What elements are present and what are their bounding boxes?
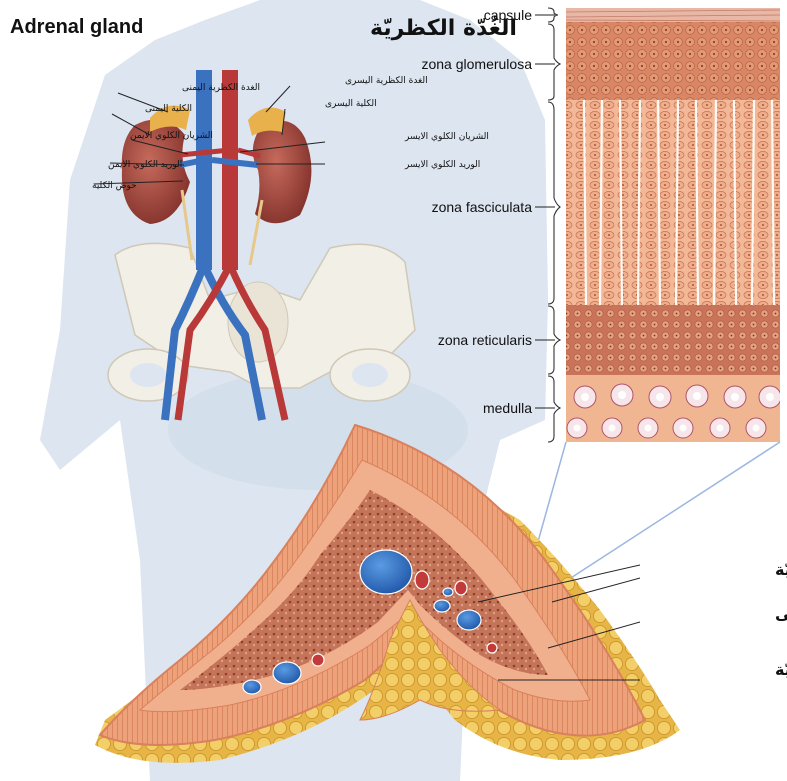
label-left-adrenal: الغدة الكظرية اليسرى (345, 76, 428, 86)
label-middle-layer: الطبقة الوسطى (775, 604, 787, 623)
artery-2 (455, 581, 467, 595)
glomerulosa-layer (566, 22, 780, 100)
zoom-lines (530, 442, 780, 585)
label-inner-layer: الطبقة الداخليّة (775, 660, 787, 679)
artery-1 (415, 571, 429, 589)
vein-3 (243, 680, 261, 694)
vein-5 (434, 600, 450, 612)
fasciculata-layer (566, 100, 780, 305)
reticularis-layer (566, 305, 780, 375)
vein-2 (273, 662, 301, 684)
label-zona-reticularis: zona reticularis (438, 332, 532, 348)
label-zona-fasciculata: zona fasciculata (432, 199, 533, 215)
label-right-renal-artery: الشريان الكلوي الايمن (130, 131, 213, 141)
label-left-kidney: الكلية اليسرى (325, 99, 377, 109)
label-left-renal-vein: الوريد الكلوي الايسر (404, 160, 480, 170)
label-outer-layer: الطبقة الخارجيّة (775, 560, 787, 579)
label-right-adrenal: الغدة الكظرية اليمنى (182, 83, 260, 93)
aorta (222, 70, 238, 270)
title-english: Adrenal gland (10, 16, 143, 38)
inferior-vena-cava (196, 70, 212, 270)
artery-3 (312, 654, 324, 666)
vein-4 (457, 610, 481, 630)
label-zona-glomerulosa: zona glomerulosa (421, 56, 532, 72)
vein-6 (443, 588, 453, 596)
histology-section (566, 8, 781, 442)
label-medulla: medulla (483, 400, 532, 416)
vein-large (360, 550, 412, 594)
artery-4 (487, 643, 497, 653)
label-capsule: capsule (484, 7, 532, 23)
label-left-renal-artery: الشريان الكلوي الايسر (404, 132, 489, 142)
label-right-kidney: الكلية اليمنى (145, 104, 192, 114)
